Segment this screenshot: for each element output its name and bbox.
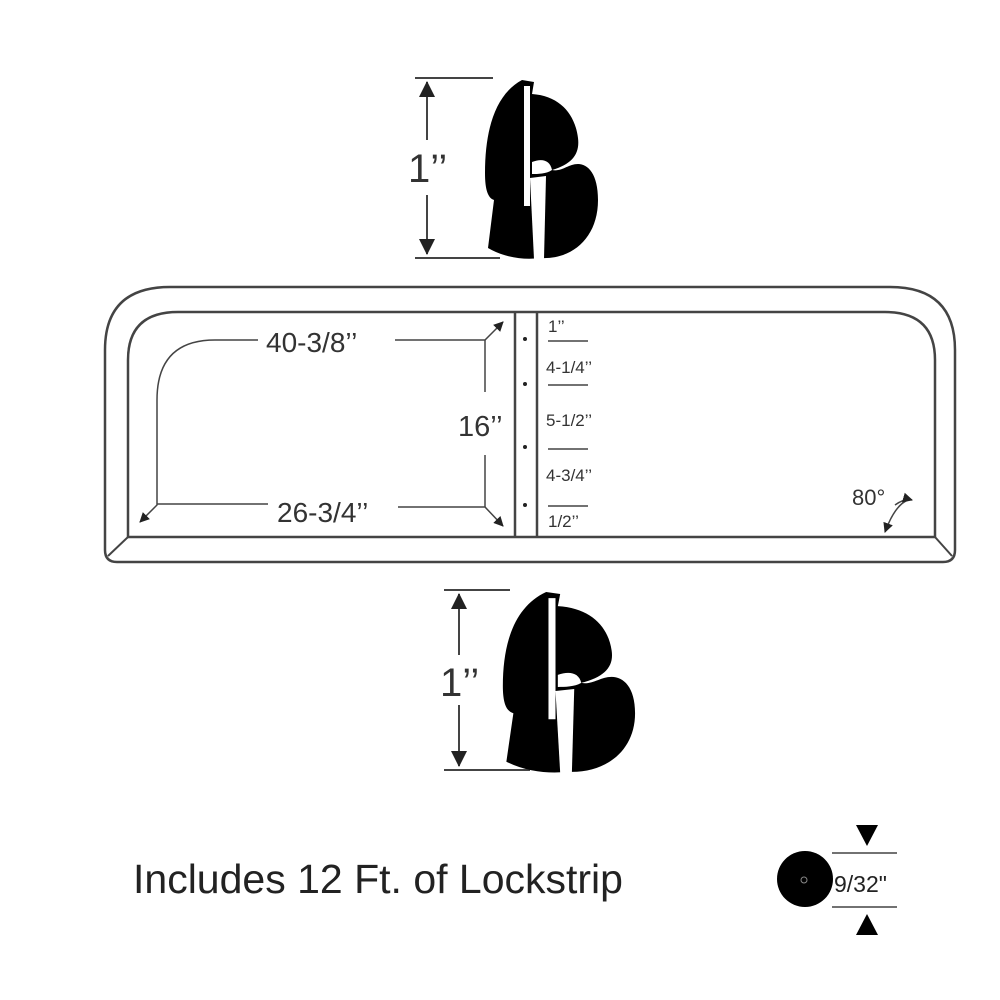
rubber-profile-shape [502, 592, 636, 773]
profile-bottom: 1’’ [440, 589, 636, 773]
inner-frame [126, 310, 937, 539]
lip-dim-4: 4-3/4’’ [546, 466, 592, 485]
angle-arrow-icon [894, 492, 913, 506]
corner-chamfer [934, 536, 953, 557]
lip-dim-3: 5-1/2’’ [546, 411, 592, 430]
angle-label: 80° [852, 485, 885, 510]
profile-height-label: 1’’ [440, 661, 479, 705]
top-width-arrow [139, 339, 258, 523]
rubber-profile-shape [485, 80, 598, 259]
arrow-down-icon [856, 825, 878, 846]
top-width-arrow [395, 321, 504, 341]
lip-dim-1: 1’’ [548, 317, 565, 336]
corner-chamfer [107, 536, 129, 557]
bottom-width-label: 26-3/4’’ [277, 497, 368, 528]
lockstrip-circle [777, 851, 833, 907]
lip-dimensions: 1’’ 4-1/4’’ 5-1/2’’ 4-3/4’’ 1/2’’ [523, 317, 592, 531]
lip-dim-2: 4-1/4’’ [546, 358, 592, 377]
bottom-width-arrow [398, 506, 504, 527]
window-frame: 40-3/8’’ 26-3/4’’ 16’’ 1’’ 4-1/4’’ 5-1/2… [103, 285, 957, 564]
lockstrip-caption: Includes 12 Ft. of Lockstrip [133, 856, 623, 902]
lip-dim-5: 1/2’’ [548, 512, 579, 531]
profile-top: 1’’ [408, 77, 598, 259]
lockstrip-section: 9/32" [777, 825, 897, 935]
height-label: 16’’ [458, 411, 503, 443]
outer-frame [103, 285, 957, 564]
profile-height-label: 1’’ [408, 147, 447, 191]
top-width-label: 40-3/8’’ [266, 327, 357, 358]
lockstrip-diameter-label: 9/32" [834, 871, 887, 897]
arrow-up-icon [856, 914, 878, 935]
